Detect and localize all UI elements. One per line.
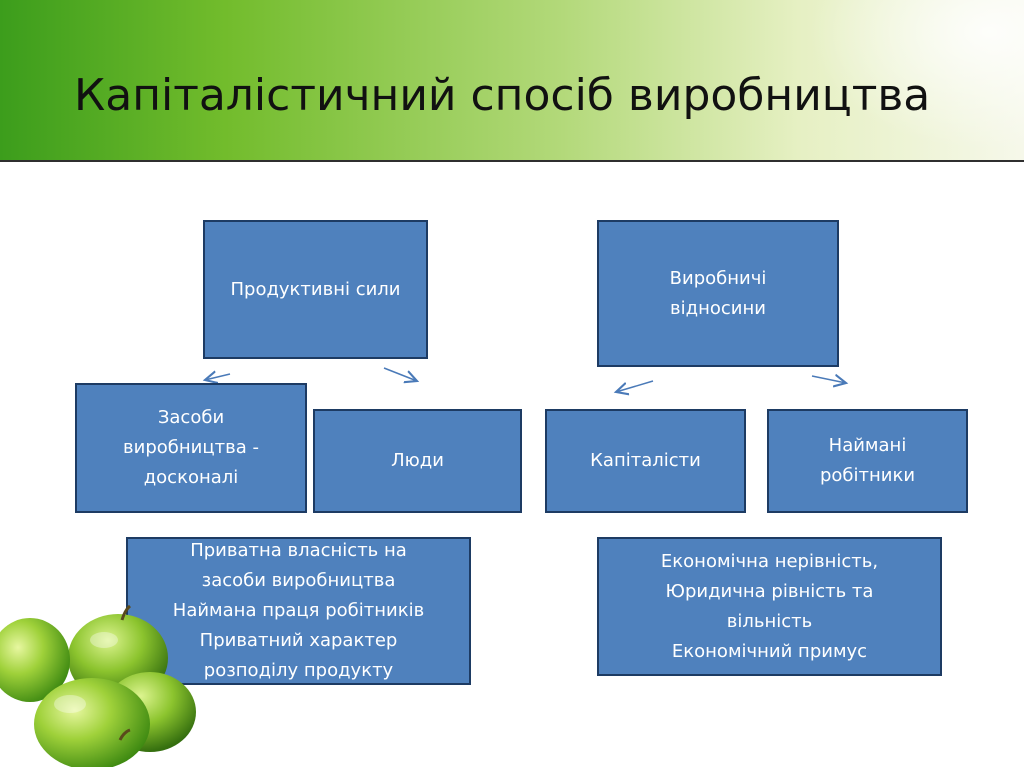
forces-feature-item: Приватний характер	[199, 630, 398, 651]
forces-feature-item: засоби виробництва	[201, 570, 396, 591]
productive-forces-box: Продуктивні сили	[203, 220, 428, 359]
green-apples-image	[0, 604, 196, 767]
relations-features-list: Економічна нерівність, Юридична рівність…	[661, 547, 878, 667]
forces-feature-item: Приватна власність на	[190, 540, 407, 561]
capitalists-box: Капіталісти	[545, 409, 746, 513]
apple-shape	[0, 618, 70, 702]
arrow-to-people	[383, 367, 417, 381]
production-relations-box: Виробничі відносини	[597, 220, 839, 367]
apple-stem	[118, 728, 131, 741]
forces-features-list: Приватна власність на засоби виробництва…	[173, 536, 424, 686]
apple-shape	[34, 678, 150, 767]
relations-feature-item: Юридична рівність та	[665, 580, 874, 602]
apple-highlight	[90, 632, 118, 648]
arrow-to-hired-workers	[811, 376, 846, 383]
relations-feature-item: вільність	[726, 610, 813, 632]
apple-highlight	[54, 695, 86, 713]
forces-feature-item: розподілу продукту	[203, 660, 394, 681]
relations-feature-item: Економічна нерівність,	[660, 550, 879, 572]
hired-workers-box: Наймані робітники	[767, 409, 968, 513]
slide-title: Капіталістичний спосіб виробництва	[74, 70, 931, 121]
relations-feature-item: Економічний примус	[671, 640, 868, 662]
relations-features-box: Економічна нерівність, Юридична рівність…	[597, 537, 942, 676]
arrow-to-capitalists	[616, 380, 654, 392]
people-box: Люди	[313, 409, 522, 513]
title-bar	[0, 0, 1024, 162]
forces-feature-item: Наймана праця робітників	[172, 600, 425, 621]
arrow-to-means	[205, 374, 231, 380]
means-of-production-box: Засоби виробництва - досконалі	[75, 383, 307, 513]
apple-stem	[120, 604, 131, 621]
